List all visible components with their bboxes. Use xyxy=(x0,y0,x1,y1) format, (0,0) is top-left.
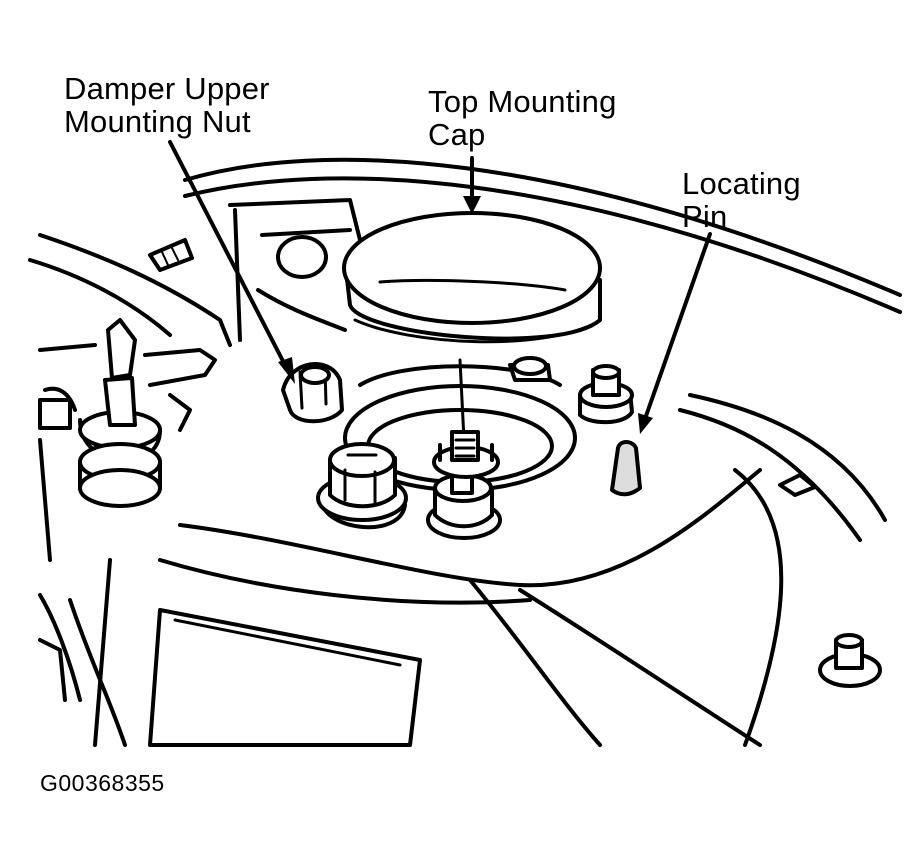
arrow-top-cap xyxy=(463,156,481,214)
engine-bay-components xyxy=(38,238,217,562)
label-damper-upper-mounting-nut: Damper Upper Mounting Nut xyxy=(64,72,270,138)
arrow-damper-nut xyxy=(168,140,295,384)
lower-panels xyxy=(38,593,422,747)
nut-center-rear xyxy=(432,430,500,479)
small-tab-right xyxy=(778,473,817,497)
bolt-lower-right xyxy=(818,633,882,688)
body-panel-lines xyxy=(28,157,902,542)
label-line: Damper Upper xyxy=(64,71,270,106)
strut-tower xyxy=(68,468,784,747)
label-line: Locating xyxy=(682,166,801,201)
inner-panel xyxy=(256,228,352,332)
label-top-mounting-cap: Top Mounting Cap xyxy=(428,85,617,151)
nut-rear-mid xyxy=(508,356,552,382)
label-locating-pin: Locating Pin xyxy=(682,167,801,233)
arrow-locating-pin xyxy=(638,232,712,434)
label-line: Cap xyxy=(428,117,486,152)
locating-pin xyxy=(610,440,642,497)
figure-code: G00368355 xyxy=(40,770,165,796)
leader-arrows xyxy=(168,140,712,434)
label-line: Top Mounting xyxy=(428,84,617,119)
label-line: Mounting Nut xyxy=(64,104,251,139)
nut-center-front xyxy=(426,473,502,540)
nut-rear-left xyxy=(281,362,344,424)
label-line: Pin xyxy=(682,199,728,234)
nut-rear-right xyxy=(578,364,634,425)
nut-left-front xyxy=(316,442,408,530)
